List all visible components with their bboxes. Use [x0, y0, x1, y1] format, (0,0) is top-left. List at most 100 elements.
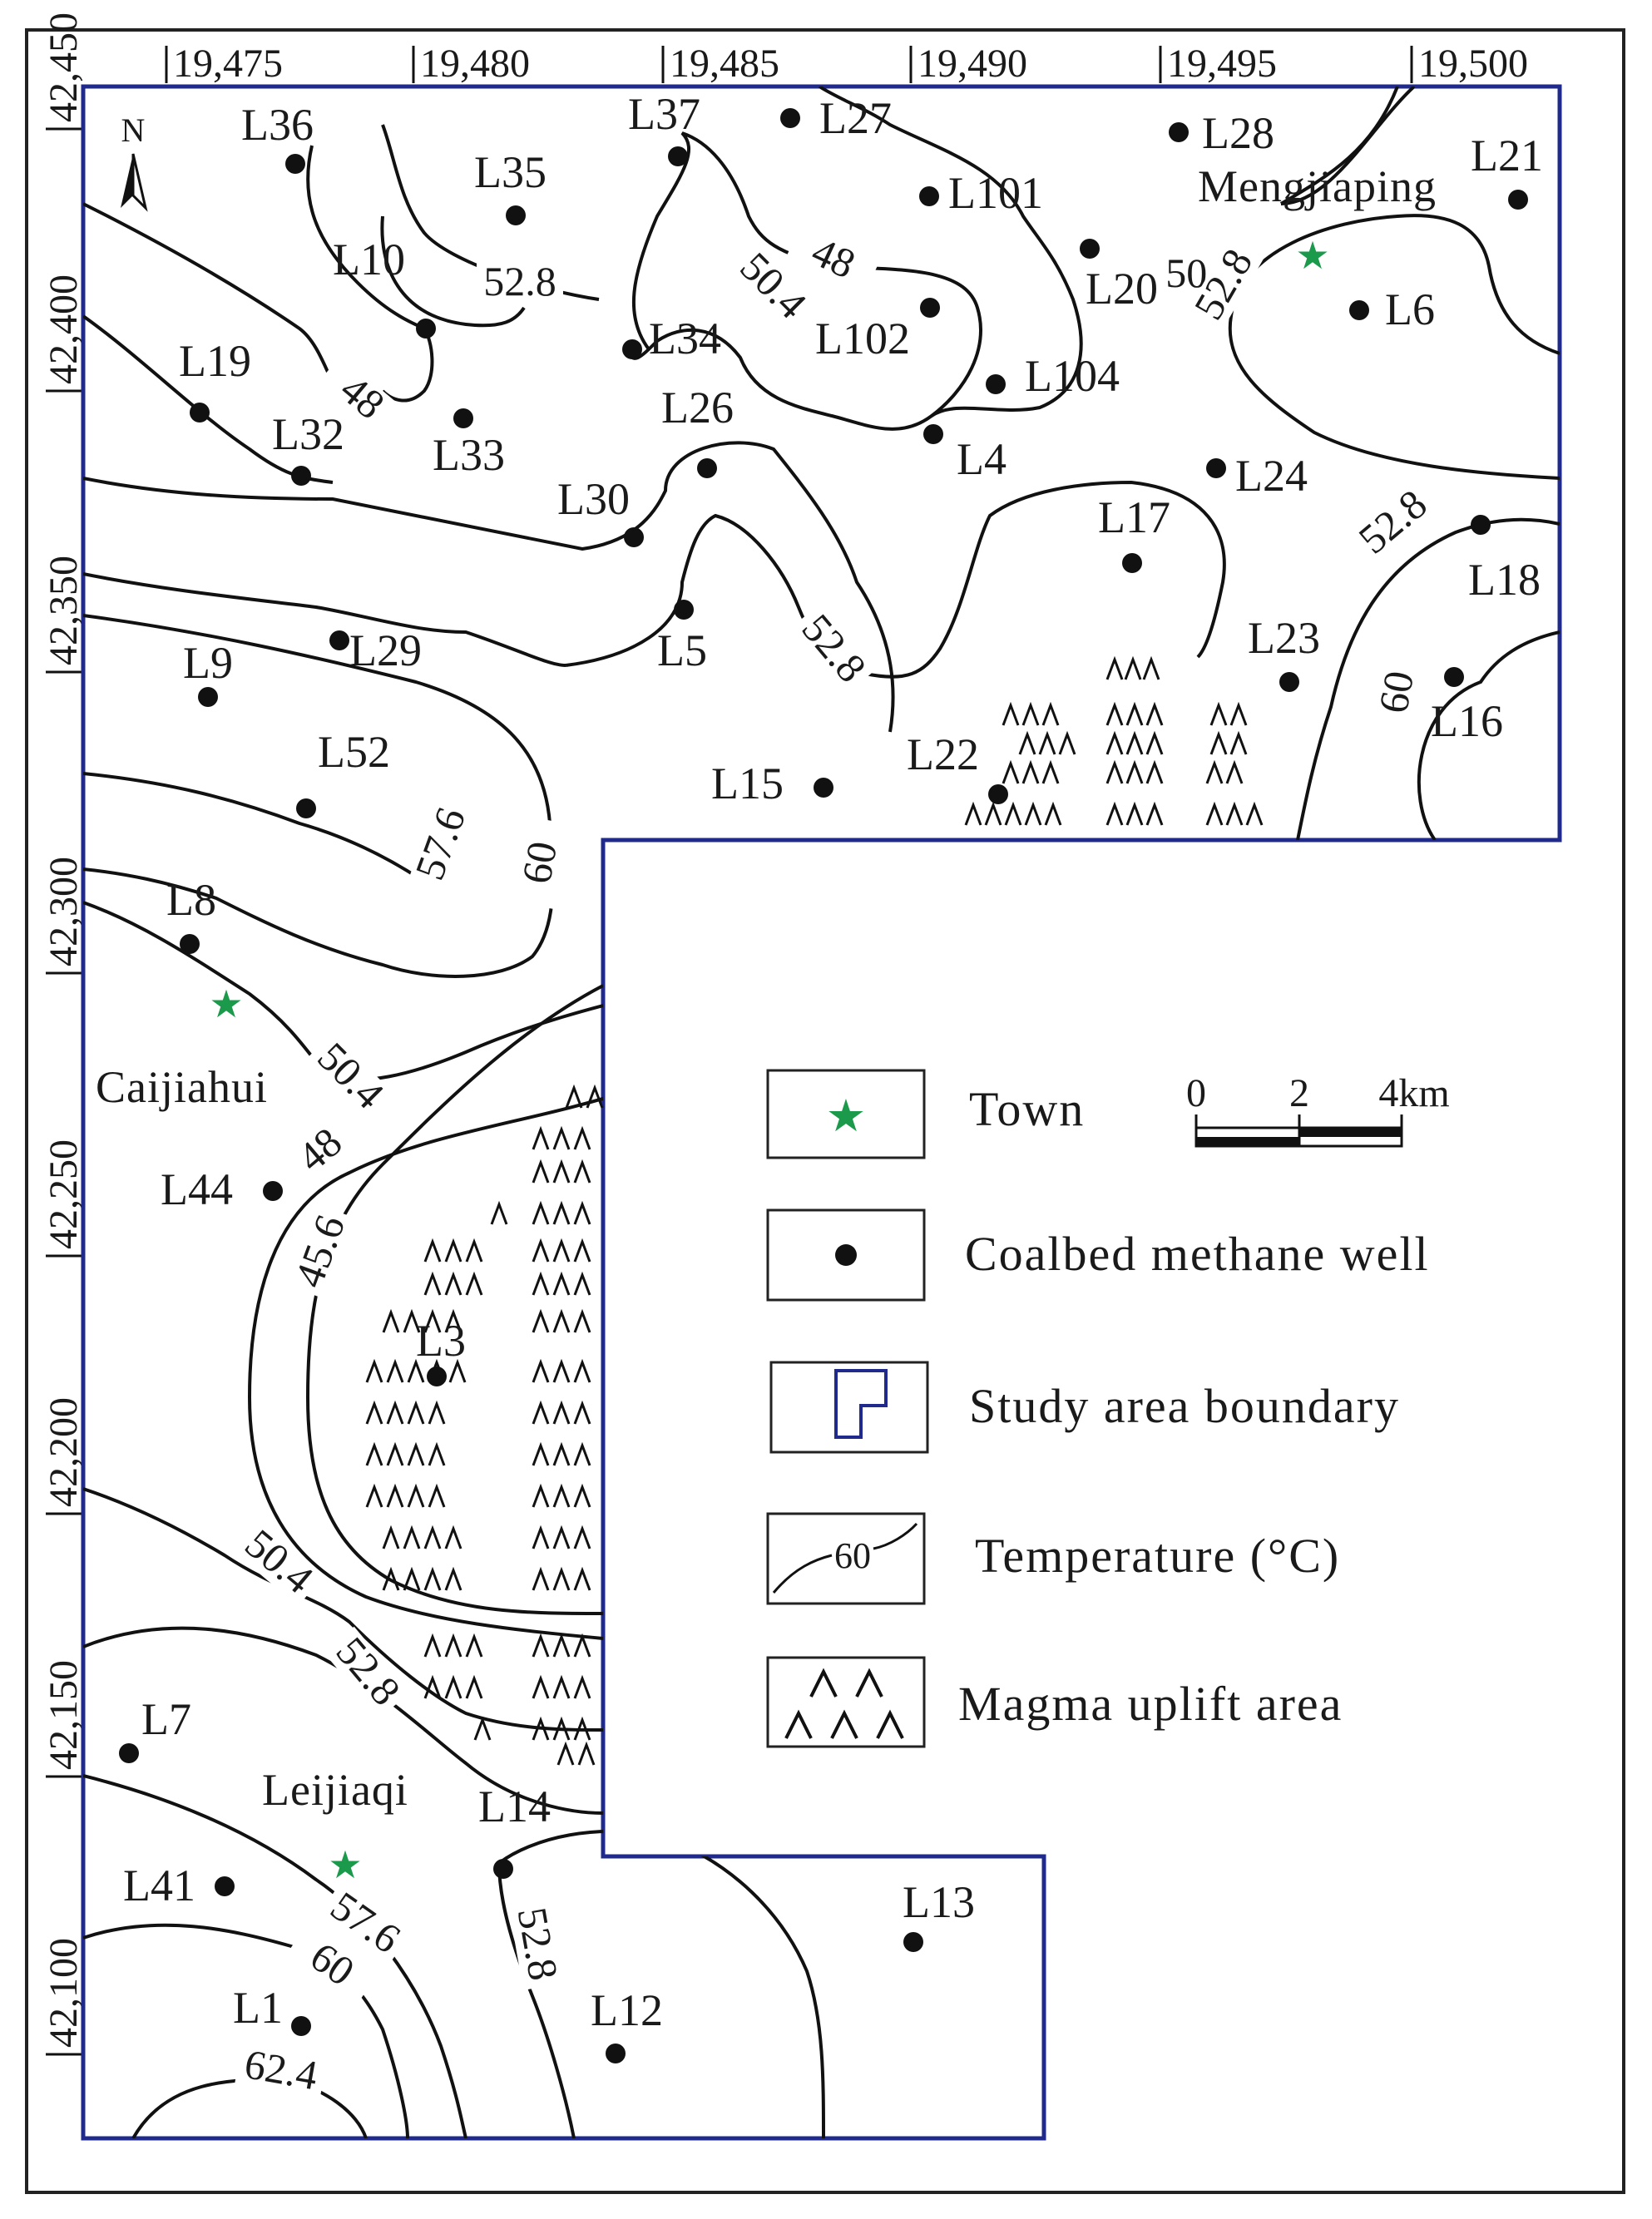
- magma-caret: [573, 1716, 591, 1741]
- legend-town-label: Town: [969, 1082, 1085, 1136]
- contour-line: [83, 1487, 604, 1732]
- north-label: N: [121, 111, 146, 149]
- well-marker: [1122, 553, 1142, 573]
- magma-caret: [1002, 759, 1020, 784]
- magma-caret: [1145, 701, 1164, 726]
- contour-line: [1417, 630, 1560, 842]
- well-label: L8: [166, 875, 216, 925]
- magma-caret: [1125, 730, 1144, 755]
- well-label: L17: [1098, 492, 1170, 542]
- contour-value-label: 57.6: [406, 801, 475, 885]
- contour-value-label: 60: [512, 838, 566, 887]
- magma-caret: [428, 1483, 446, 1508]
- well-label: L102: [815, 314, 910, 363]
- well-label: L4: [957, 434, 1007, 484]
- contour-line: [1228, 214, 1560, 480]
- magma-caret: [573, 1525, 591, 1549]
- magma-caret: [556, 1741, 575, 1766]
- y-tick-label: 42,250: [42, 1139, 86, 1249]
- well-marker: [329, 630, 349, 650]
- well-label: L16: [1431, 696, 1503, 746]
- magma-caret: [423, 1271, 442, 1296]
- magma-uplift-area: [365, 655, 1264, 1766]
- scale-tick-4km: 4km: [1378, 1071, 1449, 1115]
- well-marker: [780, 108, 800, 128]
- legend-town-star-icon: ★: [826, 1091, 866, 1141]
- well-label: L19: [179, 336, 251, 386]
- well-marker: [416, 319, 436, 339]
- magma-caret: [1229, 730, 1248, 755]
- magma-caret: [444, 1238, 462, 1263]
- y-tick-label: 42,200: [42, 1397, 86, 1507]
- magma-caret: [552, 1525, 571, 1549]
- contour-line: [83, 572, 566, 667]
- magma-caret: [423, 1238, 442, 1263]
- contour-line: [83, 614, 555, 978]
- magma-caret: [1041, 701, 1060, 726]
- well-label: L36: [241, 100, 314, 150]
- well-label: L13: [903, 1877, 975, 1927]
- magma-caret: [365, 1483, 383, 1508]
- magma-caret: [532, 1674, 550, 1699]
- y-tick-label: 42,450: [42, 12, 86, 122]
- well-label: L52: [318, 727, 390, 777]
- legend: ★ Town 0 2 4km Coalbed methane well Stud…: [766, 1069, 1450, 1748]
- magma-caret: [1125, 801, 1144, 826]
- scale-tick-0: 0: [1186, 1071, 1206, 1115]
- magma-caret: [365, 1358, 383, 1383]
- well-marker: [190, 403, 210, 423]
- magma-caret: [1145, 759, 1164, 784]
- magma-caret: [1225, 759, 1244, 784]
- magma-caret: [1021, 701, 1040, 726]
- x-tick-label: 19,480: [420, 42, 530, 86]
- magma-caret: [565, 1084, 583, 1109]
- magma-caret: [428, 1441, 446, 1466]
- magma-caret: [964, 801, 982, 826]
- magma-caret: [532, 1200, 550, 1225]
- town-star-icon: ★: [328, 1844, 362, 1886]
- well-label: L14: [478, 1782, 551, 1831]
- towns-layer: ★Mengjiaping★Caijiahui★Leijiaqi: [96, 161, 1437, 1886]
- contour-line: [1280, 86, 1416, 205]
- magma-caret: [407, 1358, 425, 1383]
- magma-caret: [532, 1238, 550, 1263]
- well-marker: [674, 600, 694, 620]
- well-label: L23: [1248, 613, 1320, 663]
- contour-line: [247, 1088, 633, 1640]
- magma-caret: [444, 1525, 462, 1549]
- contour-line: [380, 215, 526, 328]
- magma-caret: [407, 1400, 425, 1425]
- scale-tick-2: 2: [1289, 1071, 1309, 1115]
- magma-caret: [552, 1674, 571, 1699]
- legend-temperature-label: Temperature (°C): [975, 1529, 1340, 1583]
- outer-frame: [25, 28, 1625, 2194]
- magma-caret: [573, 1674, 591, 1699]
- y-tick-label: 42,100: [42, 1938, 86, 2048]
- magma-caret: [1125, 701, 1144, 726]
- well-marker: [291, 466, 311, 486]
- magma-caret: [1041, 759, 1060, 784]
- magma-caret: [1209, 730, 1228, 755]
- x-tick-label: 19,485: [670, 42, 779, 86]
- magma-caret: [577, 1741, 596, 1766]
- magma-caret: [423, 1308, 442, 1333]
- well-marker: [1508, 190, 1528, 210]
- magma-caret: [552, 1566, 571, 1591]
- magma-caret: [473, 1716, 492, 1741]
- well-marker: [606, 2044, 626, 2063]
- magma-caret: [552, 1400, 571, 1425]
- well-marker: [697, 458, 717, 478]
- legend-town-box: [766, 1069, 926, 1159]
- magma-caret: [532, 1716, 550, 1741]
- magma-caret: [573, 1271, 591, 1296]
- well-label: L22: [907, 729, 979, 779]
- magma-caret: [552, 1238, 571, 1263]
- well-marker: [919, 186, 939, 206]
- well-label: L5: [657, 625, 707, 675]
- magma-caret: [444, 1271, 462, 1296]
- magma-caret: [1125, 759, 1144, 784]
- legend-well-label: Coalbed methane well: [965, 1227, 1430, 1281]
- contour-line: [497, 1862, 576, 2138]
- well-marker: [427, 1366, 447, 1386]
- town-label: Mengjiaping: [1198, 161, 1437, 211]
